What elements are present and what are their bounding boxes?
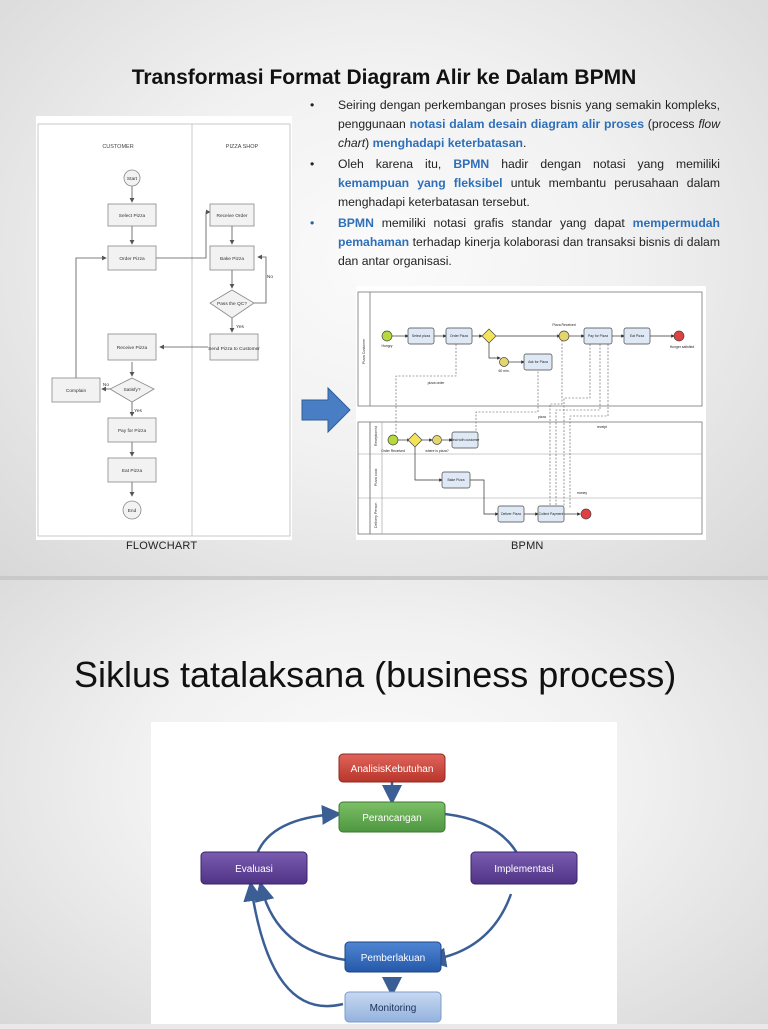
bullet-text: Oleh karena itu,: [338, 157, 454, 171]
italic-text: flow chart: [338, 117, 721, 150]
cycle-diagram: AnalisisKebutuhan Perancangan Evaluasi I…: [151, 722, 617, 1024]
right-arrow-icon: [301, 386, 351, 434]
fc-pass-qc: [209, 289, 255, 319]
lane-customer: CUSTOMER: [102, 144, 133, 150]
cycle-node-perancangan: Perancangan: [338, 801, 446, 833]
bullet-text: memiliki notasi grafis standar yang dapa…: [373, 216, 633, 230]
fc-start: [123, 169, 141, 187]
bpmn-caption: BPMN: [511, 540, 544, 552]
svg-text:Start: Start: [127, 176, 138, 182]
svg-text:Pass the QC?: Pass the QC?: [217, 301, 247, 307]
slide-separator: [0, 576, 768, 580]
slide-bpmn-transformation: Transformasi Format Diagram Alir ke Dala…: [0, 0, 768, 576]
svg-text:Pizza Customer: Pizza Customer: [362, 338, 366, 364]
svg-text:Pay for Pizza: Pay for Pizza: [118, 428, 147, 434]
fc-order-pizza: [107, 245, 157, 271]
fc-receive-pizza: [107, 333, 157, 361]
bullet-text: ): [365, 136, 373, 150]
highlight-text: notasi dalam desain diagram alir proses: [409, 117, 644, 131]
fc-end: [122, 500, 142, 520]
svg-text:Monitoring: Monitoring: [370, 1003, 417, 1014]
svg-text:Deliver Pizza: Deliver Pizza: [501, 512, 521, 516]
fc-satisfy: [109, 377, 155, 403]
svg-text:Bake Pizza: Bake Pizza: [220, 256, 244, 262]
svg-text:Pay for Pizza: Pay for Pizza: [588, 334, 608, 338]
flowchart-diagram: CUSTOMER PIZZA SHOP: [36, 116, 292, 540]
highlight-text: kemampuan yang fleksibel: [338, 176, 503, 190]
svg-text:Hungry: Hungry: [382, 344, 393, 348]
svg-text:Pemberlakuan: Pemberlakuan: [361, 953, 425, 964]
bullet-item: Seiring dengan perkembangan proses bisni…: [308, 96, 720, 153]
svg-text:Select pizza: Select pizza: [412, 334, 430, 338]
svg-text:Receive Pizza: Receive Pizza: [117, 345, 148, 351]
svg-text:Satisfy?: Satisfy?: [123, 387, 140, 393]
svg-text:Yes: Yes: [236, 324, 244, 330]
svg-text:Collect Payment: Collect Payment: [539, 512, 564, 516]
highlight-text: BPMN: [453, 157, 490, 171]
bullet-text: hadir dengan notasi yang memiliki: [489, 157, 720, 171]
svg-text:Receptionist: Receptionist: [374, 426, 378, 446]
svg-text:Send Pizza to Customer: Send Pizza to Customer: [208, 346, 260, 352]
cycle-node-monitoring: Monitoring: [344, 991, 442, 1023]
svg-text:AnalisisKebutuhan: AnalisisKebutuhan: [351, 764, 434, 775]
svg-text:Order Pizza: Order Pizza: [119, 256, 145, 262]
svg-text:Receive Order: Receive Order: [217, 213, 248, 219]
fc-eat: [107, 457, 157, 483]
fc-complain: [51, 377, 101, 403]
svg-text:pizza: pizza: [538, 415, 546, 419]
lane-pizza-shop: PIZZA SHOP: [226, 144, 259, 150]
highlight-text: BPMN: [338, 216, 374, 230]
svg-text:Bake Pizza: Bake Pizza: [448, 478, 465, 482]
svg-text:Eat Pizza: Eat Pizza: [122, 468, 143, 474]
bullet-text: .: [522, 136, 527, 150]
cycle-node-evaluasi: Evaluasi: [200, 851, 308, 885]
bullet-text: Seiring dengan perkembangan proses bisni…: [338, 98, 720, 131]
svg-text:End: End: [128, 508, 137, 514]
bullet-text: terhadap kinerja kolaborasi dan transaks…: [338, 235, 720, 268]
svg-text:where is pizza?: where is pizza?: [425, 449, 448, 453]
svg-text:Hunger satisfied: Hunger satisfied: [670, 345, 695, 349]
fc-select-pizza: [107, 203, 157, 227]
svg-text:Deal with customer: Deal with customer: [451, 438, 481, 442]
svg-text:Order Received: Order Received: [381, 449, 405, 453]
svg-text:Delivery Person: Delivery Person: [374, 503, 378, 528]
flowchart-caption: FLOWCHART: [126, 540, 198, 552]
svg-text:pizza order: pizza order: [428, 381, 446, 385]
bullet-item: Oleh karena itu, BPMN hadir dengan notas…: [308, 155, 720, 212]
svg-text:money: money: [577, 491, 587, 495]
svg-text:Pizza Received: Pizza Received: [552, 323, 575, 327]
bullet-list: Seiring dengan perkembangan proses bisni…: [308, 96, 720, 273]
highlight-text: menghadapi keterbatasan: [372, 136, 523, 150]
svg-text:receipt: receipt: [597, 425, 607, 429]
svg-text:Perancangan: Perancangan: [362, 813, 422, 824]
fc-receive-order: [209, 203, 255, 227]
svg-text:Pizza cook: Pizza cook: [374, 468, 378, 486]
svg-text:Complain: Complain: [66, 388, 87, 394]
svg-text:Evaluasi: Evaluasi: [235, 864, 273, 875]
highlight-text: mempermudah pemahaman: [338, 216, 720, 249]
svg-text:Eat Pizza: Eat Pizza: [630, 334, 644, 338]
cycle-node-analisis: AnalisisKebutuhan: [338, 753, 446, 783]
svg-text:Yes: Yes: [134, 408, 142, 414]
cycle-node-implementasi: Implementasi: [470, 851, 578, 885]
svg-text:No: No: [103, 382, 109, 388]
svg-text:Select Pizza: Select Pizza: [119, 213, 146, 219]
svg-text:Ask for Pizza: Ask for Pizza: [528, 360, 548, 364]
svg-text:Implementasi: Implementasi: [494, 864, 553, 875]
slide-business-process-cycle: Siklus tatalaksana (business process): [0, 580, 768, 1024]
slide-title: Transformasi Format Diagram Alir ke Dala…: [131, 66, 637, 89]
bullet-item: BPMN memiliki notasi grafis standar yang…: [308, 214, 720, 271]
svg-text:Order Pizza: Order Pizza: [450, 334, 468, 338]
cycle-node-pemberlakuan: Pemberlakuan: [344, 941, 442, 973]
svg-text:60 min.: 60 min.: [498, 369, 509, 373]
fc-send-pizza: [209, 333, 259, 361]
slide-title: Siklus tatalaksana (business process): [74, 654, 677, 695]
fc-bake-pizza: [209, 245, 255, 271]
bpmn-diagram: Pizza Customer Receptionist Pizza cook D…: [356, 286, 706, 540]
svg-text:No: No: [267, 274, 273, 280]
fc-pay: [107, 417, 157, 443]
bullet-text: untuk membantu perusahaan dalam menghada…: [338, 176, 720, 209]
bullet-text: (process: [643, 117, 699, 131]
